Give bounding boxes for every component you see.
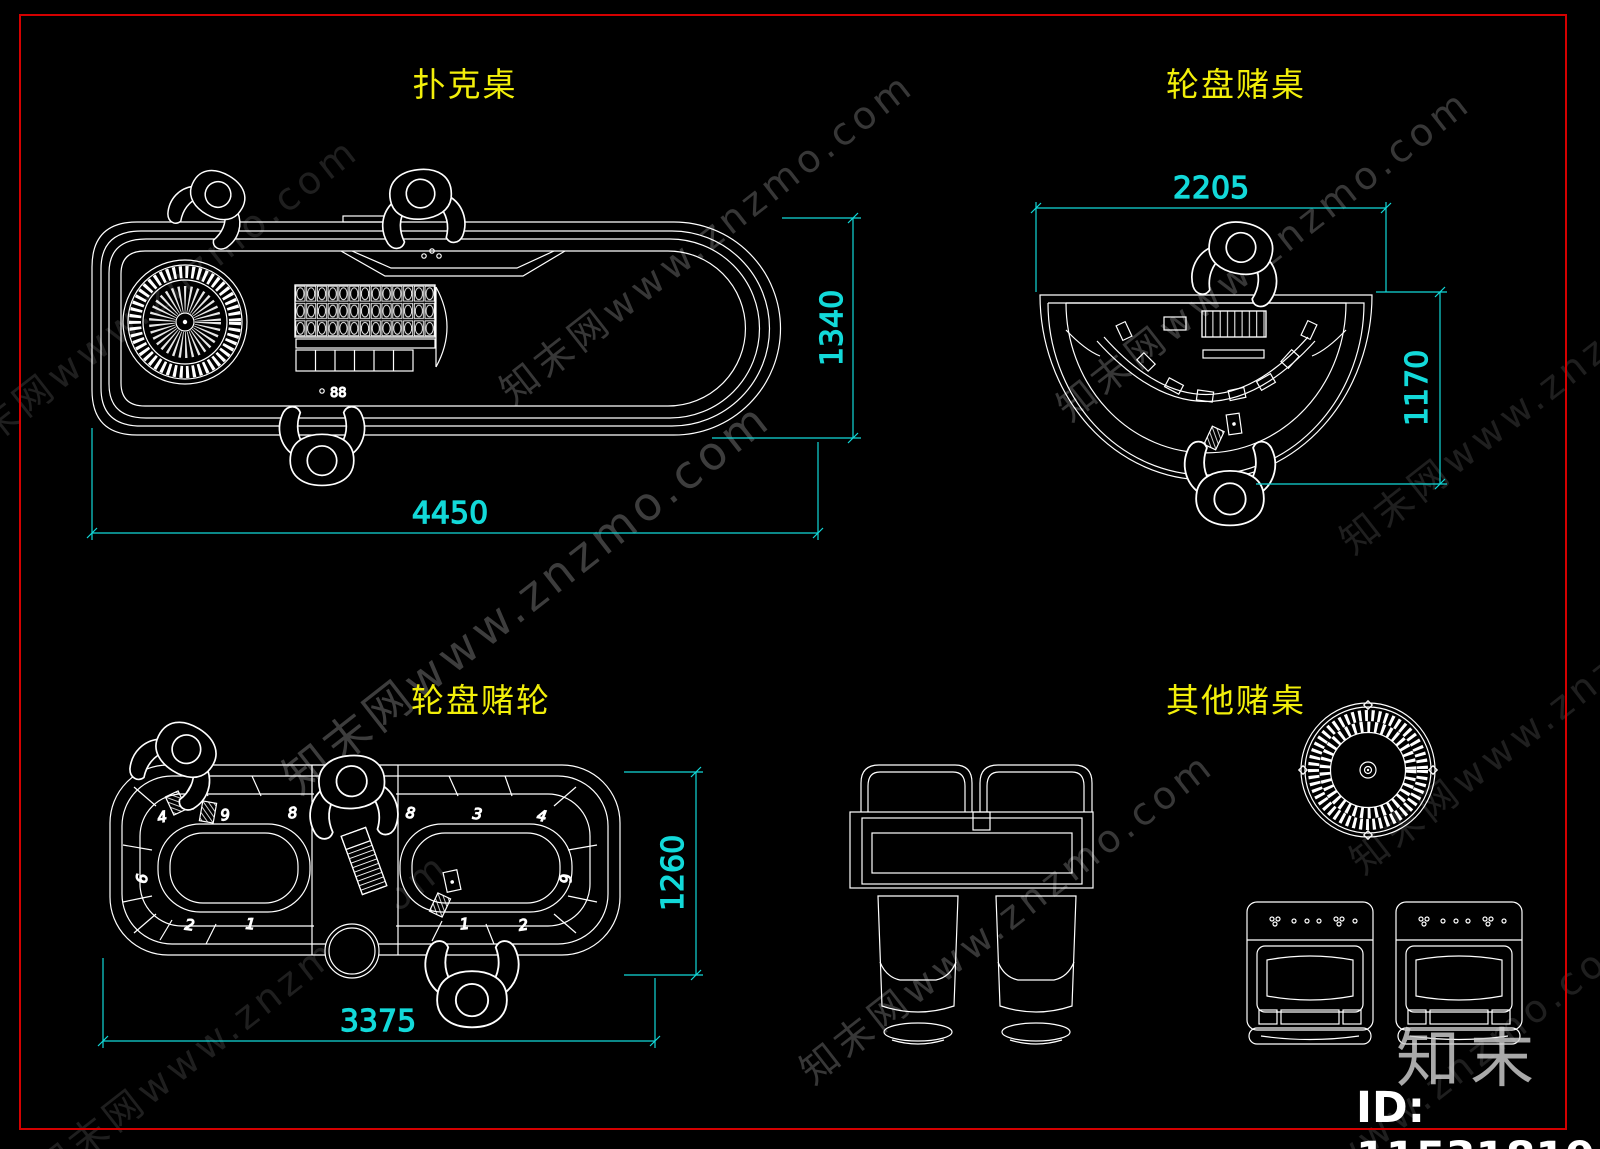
slot-symbols [1269, 916, 1358, 927]
slot-symbols [1418, 916, 1507, 927]
person-figure [424, 940, 520, 1029]
person-figure [376, 164, 468, 251]
wheel-dimensions: 3375 1260 [97, 766, 703, 1048]
roulette-table-drawing [1039, 213, 1373, 527]
poker-chip-tray [294, 284, 448, 372]
wheel-table-drawing: 4 9 8 6 2 1 8 3 4 6 1 2 [109, 706, 621, 1029]
roulette-height-dim: 1170 [1400, 350, 1435, 426]
wheel-height-dim: 1260 [656, 835, 691, 911]
svg-text:6: 6 [133, 873, 152, 884]
wheel-width-dim: 3375 [340, 1004, 416, 1039]
poker-roulette-wheel [122, 259, 248, 385]
poker-table-drawing: 88 [91, 156, 782, 487]
standalone-roulette-wheel [1297, 699, 1439, 841]
other-tables-drawing [849, 699, 1523, 1045]
layout-numbers: 4 9 8 6 2 1 8 3 4 6 1 2 [132, 803, 575, 935]
svg-text:3: 3 [472, 805, 483, 824]
card [1225, 412, 1243, 436]
svg-text:2: 2 [184, 915, 196, 934]
poker-height-dim: 1340 [815, 290, 850, 366]
card [1203, 425, 1225, 451]
station-chair [995, 895, 1077, 1045]
roulette-width-dim: 2205 [1173, 171, 1249, 206]
betting-spots [1115, 319, 1318, 403]
poker-dimensions: 4450 1340 [86, 212, 861, 540]
svg-text:2: 2 [517, 915, 529, 934]
card-chute [340, 826, 388, 896]
svg-text:8: 8 [405, 804, 416, 823]
poker-width-dim: 4450 [412, 496, 488, 531]
svg-text:6: 6 [556, 873, 575, 884]
roulette-chip-tray [1163, 310, 1267, 359]
slot-machine [1395, 901, 1523, 1045]
label-roulette-wheel: 轮盘赌轮 [411, 681, 551, 720]
label-other-tables: 其他赌桌 [1166, 681, 1306, 720]
label-poker-table: 扑克桌 [412, 65, 518, 104]
zone-dividers [122, 775, 598, 945]
card [428, 892, 452, 918]
svg-text:8: 8 [287, 804, 298, 823]
znzmo-logo: 知末 [1396, 1023, 1544, 1097]
asset-id: ID: 1153181948 [1356, 1083, 1600, 1149]
svg-text:4: 4 [536, 806, 549, 825]
label-roulette-table: 轮盘赌桌 [1166, 65, 1306, 104]
slot-machine [1246, 901, 1374, 1045]
svg-text:4: 4 [156, 807, 169, 826]
station-chair [877, 895, 959, 1045]
svg-text:9: 9 [219, 805, 231, 824]
svg-text:1: 1 [459, 915, 470, 934]
svg-text:1: 1 [245, 915, 256, 934]
roulette-dimensions: 2205 1170 [1030, 170, 1447, 490]
poker-dots-label: 88 [330, 386, 347, 401]
card [198, 800, 218, 824]
card [442, 869, 462, 893]
